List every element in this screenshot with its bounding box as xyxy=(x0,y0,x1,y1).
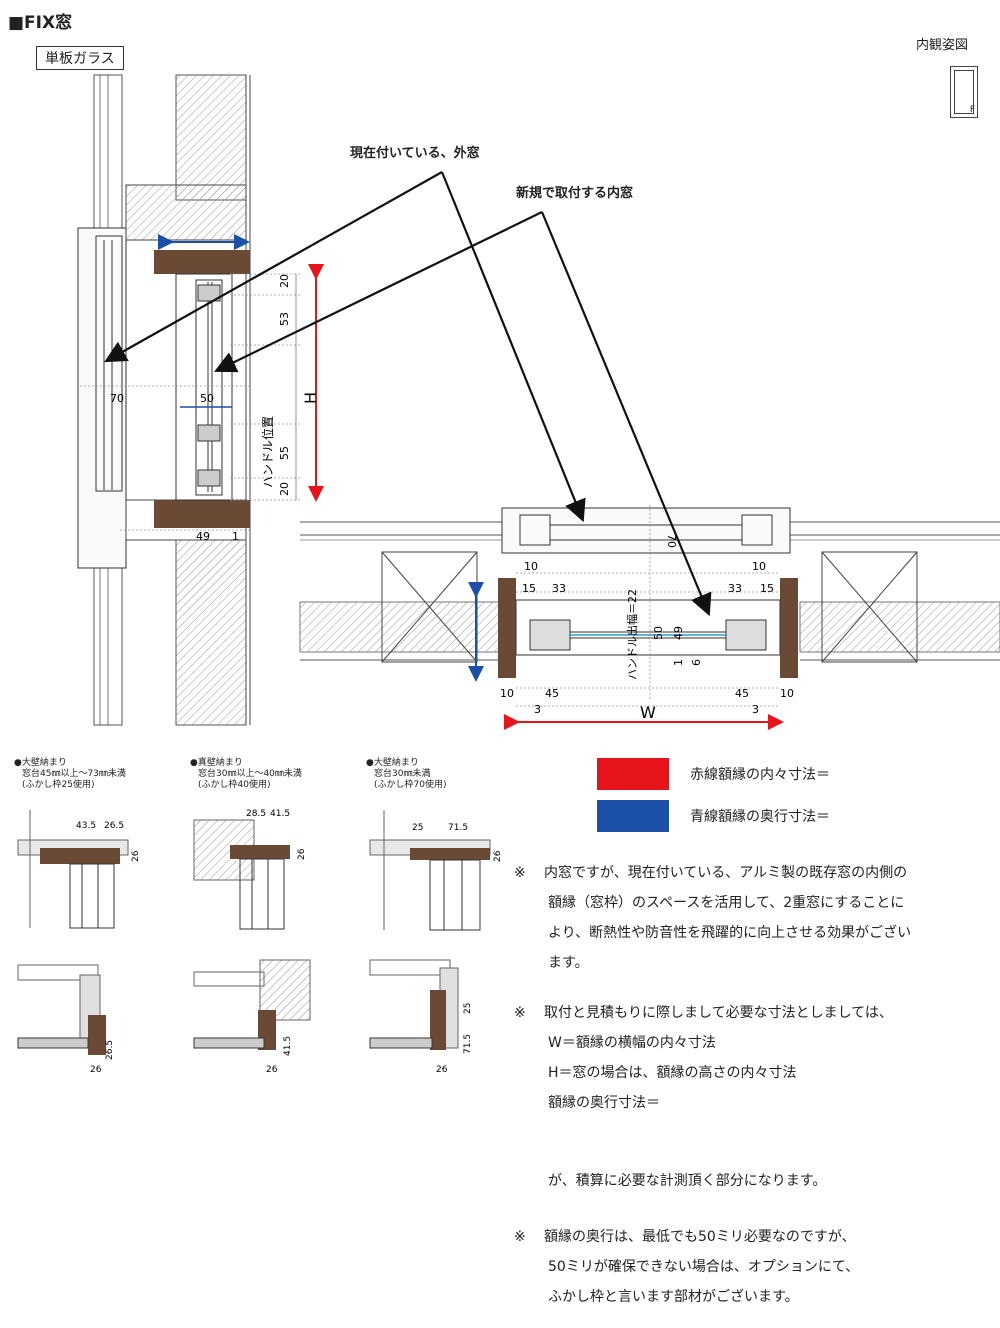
view-label: 内観姿図 xyxy=(916,38,969,53)
variant-3-horizontal: 25 71.5 26 xyxy=(369,959,473,1075)
dim-h-10-right: 10 xyxy=(752,560,766,573)
v3-dim-d: 71.5 xyxy=(463,1034,473,1054)
v2-dim-e: 26 xyxy=(266,1065,278,1075)
variant-1-line3: (ふかし枠25使用) xyxy=(22,780,95,790)
variant-details: 43.5 26.5 26 26.5 26 28.5 41.5 26 41.5 2… xyxy=(17,809,503,1075)
callout-outer-window: 現在付いている、外窓 xyxy=(350,146,480,161)
variant-2-line1: ●真壁納まり xyxy=(190,758,243,768)
height-label: H xyxy=(301,392,320,404)
note-2-line5: が、積算に必要な計測頂く部分になります。 xyxy=(548,1173,827,1189)
section-drawings: 20 53 55 20 70 50 49 1 ハンドル位置 H xyxy=(77,74,1000,730)
fix-letter: F xyxy=(969,105,975,115)
variant-1-line1: ●大壁納まり xyxy=(14,758,67,768)
dim-h-10-br: 10 xyxy=(780,687,794,700)
v1-dim-a: 43.5 xyxy=(76,821,96,831)
v3-dim-c: 26 xyxy=(493,850,503,862)
dim-h-50: 50 xyxy=(652,626,665,640)
variant-3-caption: ●大壁納まり 窓台30㎜未満 (ふかし枠70使用) xyxy=(366,758,446,791)
variant-1-vertical: 43.5 26.5 26 xyxy=(17,810,141,929)
dim-h-10-left: 10 xyxy=(524,560,538,573)
handle-width-label: ハンドル出幅＝22 xyxy=(625,589,639,680)
dim-h-45-left: 45 xyxy=(545,687,559,700)
dim-v-70: 70 xyxy=(110,392,124,405)
glass-type-label: 単板ガラス xyxy=(36,46,124,70)
width-label: W xyxy=(640,703,656,722)
dim-v-55: 55 xyxy=(278,446,291,460)
note-2-line3: H＝窓の場合は、額縁の高さの内々寸法 xyxy=(548,1065,797,1081)
dim-h-45-right: 45 xyxy=(735,687,749,700)
v2-dim-c: 26 xyxy=(297,848,307,860)
dim-h-49: 49 xyxy=(672,626,685,640)
note-2: ※取付と見積もりに際しまして必要な寸法としましては、 W＝額縁の横幅の内々寸法 … xyxy=(514,998,893,1118)
variant-2-vertical: 28.5 41.5 26 xyxy=(193,809,307,930)
dim-v-20-bottom: 20 xyxy=(278,482,291,496)
note-3-line2: 50ミリが確保できない場合は、オプションにて、 xyxy=(548,1259,860,1275)
v1-dim-e: 26 xyxy=(90,1065,102,1075)
note-1-mark: ※ xyxy=(514,865,526,881)
callout-inner-window: 新規で取付する内窓 xyxy=(516,186,634,201)
note-3-mark: ※ xyxy=(514,1229,526,1245)
note-1-line2: 額縁（窓枠）のスペースを活用して、2重窓にすることに xyxy=(548,895,905,911)
v3-dim-b: 71.5 xyxy=(448,823,468,833)
dim-h-15-left: 15 xyxy=(522,582,536,595)
dim-v-50: 50 xyxy=(200,392,214,405)
v3-dim-a: 25 xyxy=(412,823,423,833)
dim-h-15-right: 15 xyxy=(760,582,774,595)
variant-1-caption: ●大壁納まり 窓台45㎜以上～73㎜未満 (ふかし枠25使用) xyxy=(14,758,126,791)
note-2-mark: ※ xyxy=(514,1005,526,1021)
dim-h-6: 6 xyxy=(690,659,703,666)
variant-1-line2: 窓台45㎜以上～73㎜未満 xyxy=(22,769,126,779)
window-elevation-icon: F xyxy=(950,66,978,118)
legend-blue-text: 青線額縁の奥行寸法＝ xyxy=(690,809,830,825)
note-3-line3: ふかし枠と言います部材がございます。 xyxy=(548,1289,799,1305)
v3-dim-e: 26 xyxy=(436,1065,448,1075)
v2-dim-a: 28.5 xyxy=(246,809,266,819)
v1-dim-b: 26.5 xyxy=(104,821,124,831)
callout-arrows xyxy=(104,171,712,617)
horizontal-section: 10 10 15 33 33 15 70 ハンドル出幅＝22 50 49 1 6… xyxy=(299,505,1000,730)
legend-red-text: 赤線額縁の内々寸法＝ xyxy=(690,767,830,783)
dim-h-1: 1 xyxy=(672,659,685,666)
v2-dim-d: 41.5 xyxy=(283,1036,293,1056)
handle-position-label: ハンドル位置 xyxy=(260,416,275,488)
note-3: ※ 額縁の奥行は、最低でも50ミリ必要なのですが、 50ミリが確保できない場合は、… xyxy=(514,1222,859,1312)
v1-dim-d: 26.5 xyxy=(105,1040,115,1060)
variant-3-line1: ●大壁納まり xyxy=(366,758,419,768)
v1-dim-c: 26 xyxy=(131,850,141,862)
note-1: ※ 内窓ですが、現在付いている、アルミ製の既存窓の内側の 額縁（窓枠）のスペースを… xyxy=(514,858,911,978)
variant-3-line2: 窓台30㎜未満 xyxy=(374,769,431,779)
legend-blue-swatch xyxy=(597,800,669,832)
dim-h-33-right: 33 xyxy=(728,582,742,595)
page-title: ■FIX窓 xyxy=(8,13,73,33)
note-2-line4: 額縁の奥行寸法＝ xyxy=(548,1095,660,1111)
variant-2-line3: (ふかし枠40使用) xyxy=(198,780,271,790)
dim-h-70: 70 xyxy=(665,534,678,548)
variant-3-line3: (ふかし枠70使用) xyxy=(374,780,447,790)
dim-v-49: 49 xyxy=(196,530,210,543)
legend-red-swatch xyxy=(597,758,669,790)
note-2-line2: W＝額縁の横幅の内々寸法 xyxy=(548,1035,716,1051)
dim-h-10-bl: 10 xyxy=(500,687,514,700)
dim-v-53: 53 xyxy=(278,312,291,326)
note-1-line3: より、断熱性や防音性を飛躍的に向上させる効果がござい xyxy=(548,925,912,941)
note-1-line4: ます。 xyxy=(548,955,589,971)
dim-v-20-top: 20 xyxy=(278,274,291,288)
v2-dim-b: 41.5 xyxy=(270,809,290,819)
note-2-tail: が、積算に必要な計測頂く部分になります。 xyxy=(514,1166,826,1196)
variant-2-horizontal: 41.5 26 xyxy=(193,959,311,1075)
note-2-line1: 取付と見積もりに際しまして必要な寸法としましては、 xyxy=(544,1005,893,1021)
dim-h-33-left: 33 xyxy=(552,582,566,595)
dim-h-3-left: 3 xyxy=(534,703,541,716)
dim-h-3-right: 3 xyxy=(752,703,759,716)
variant-2-caption: ●真壁納まり 窓台30㎜以上～40㎜未満 (ふかし枠40使用) xyxy=(190,758,302,791)
dim-v-1: 1 xyxy=(232,530,239,543)
vertical-section: 20 53 55 20 70 50 49 1 ハンドル位置 H xyxy=(77,74,324,726)
variant-2-line2: 窓台30㎜以上～40㎜未満 xyxy=(198,769,302,779)
variant-3-vertical: 25 71.5 26 xyxy=(369,810,503,931)
note-1-line1: 内窓ですが、現在付いている、アルミ製の既存窓の内側の xyxy=(544,865,908,881)
note-3-line1: 額縁の奥行は、最低でも50ミリ必要なのですが、 xyxy=(544,1229,856,1245)
variant-1-horizontal: 26.5 26 xyxy=(17,964,115,1075)
v3-dim-f: 25 xyxy=(463,1003,473,1014)
